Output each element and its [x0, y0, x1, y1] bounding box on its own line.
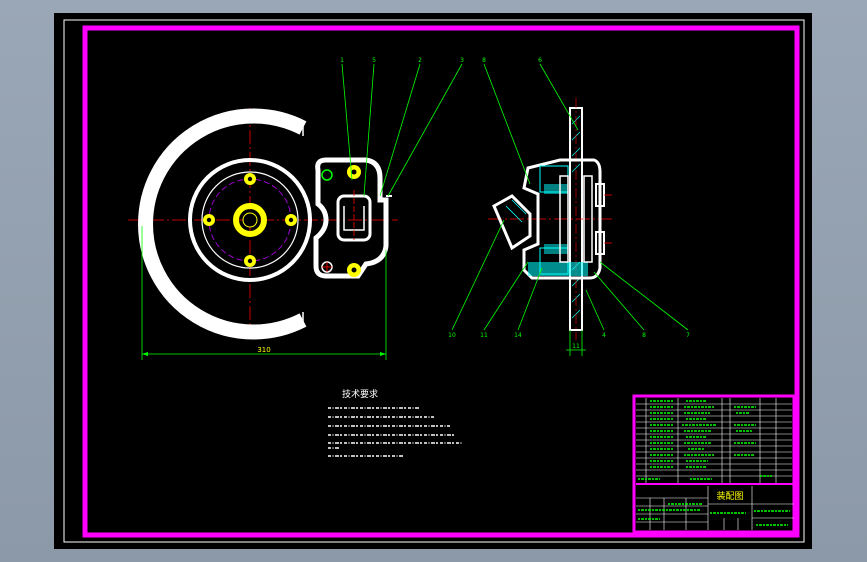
title-grid [636, 486, 794, 530]
title-block: 装配图 [632, 394, 796, 534]
title-entries [638, 503, 790, 526]
balloon-number: 2 [418, 57, 422, 64]
brake-disc-ring [138, 108, 307, 340]
drawing-frame [82, 25, 800, 538]
brake-pad [559, 175, 569, 263]
dimension-label: 11 [572, 343, 580, 350]
balloon-number: 8 [642, 332, 646, 339]
bom-entries [638, 400, 772, 480]
dimension-disc-diameter: 310 [141, 226, 387, 360]
brake-caliper [313, 157, 392, 279]
balloon-number: 4 [602, 332, 606, 339]
bom-frame [632, 394, 796, 534]
sheet-outer-border [63, 19, 805, 543]
hub-inner [201, 171, 299, 269]
center-spline [233, 203, 267, 237]
wheel-bolt [244, 255, 256, 267]
caliper-bolt [347, 263, 361, 277]
balloon-labels-bottom: 10 11 14 4 8 7 [448, 332, 690, 339]
wheel-bolt [203, 214, 215, 226]
front-leaders [341, 63, 463, 197]
caliper-hatch [528, 165, 588, 276]
sheet [54, 13, 812, 549]
side-section-view: 11 [451, 63, 689, 356]
technical-notes: 技术要求 [328, 388, 462, 457]
balloon-number: 5 [372, 57, 376, 64]
balloon-number: 3 [460, 57, 464, 64]
drawing-title: 装配图 [716, 490, 743, 502]
balloon-labels-top: 1 5 2 3 8 6 [340, 57, 542, 64]
front-view: 310 [128, 63, 463, 360]
bom-grid [636, 398, 792, 484]
brake-pad [583, 175, 593, 263]
wheel-bolt [244, 173, 256, 185]
balloon-number: 8 [482, 57, 486, 64]
dimension-label: 310 [257, 346, 270, 354]
side-leaders [451, 63, 689, 331]
hub-flange [188, 158, 312, 282]
balloon-number: 14 [514, 332, 522, 339]
balloon-number: 6 [538, 57, 542, 64]
piston [492, 194, 532, 251]
caliper-bolt [347, 165, 361, 179]
dimension-side-width: 11 [566, 330, 586, 356]
center-spline-bore [242, 212, 258, 228]
wheel-bolt [285, 214, 297, 226]
balloon-number: 10 [448, 332, 456, 339]
balloon-number: 11 [480, 332, 488, 339]
balloon-number: 7 [686, 332, 690, 339]
guide-pin [321, 169, 333, 181]
balloon-number: 1 [340, 57, 344, 64]
caliper-section-outline [522, 158, 602, 280]
notes-heading: 技术要求 [342, 388, 378, 400]
